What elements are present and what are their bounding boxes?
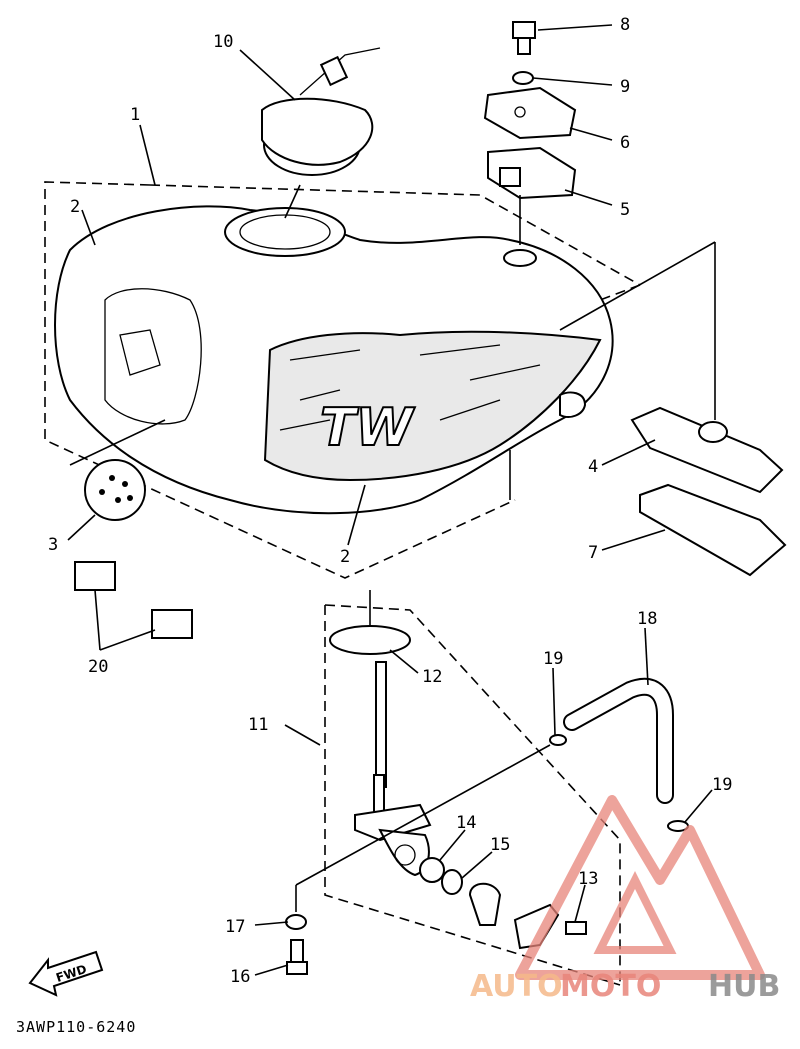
drawing-code: 3AWP110-6240 (16, 1018, 136, 1036)
watermark-text: AUTO MOTO HUB (470, 969, 780, 1004)
callout-10: 10 (213, 32, 233, 52)
callout-13: 13 (578, 869, 598, 889)
callout-5: 5 (620, 200, 630, 220)
seal-14 (419, 857, 445, 883)
tank-logo: TW (320, 398, 415, 458)
callout-7: 7 (588, 543, 598, 563)
callout-9: 9 (620, 77, 630, 97)
callout-12: 12 (422, 667, 442, 687)
callout-3: 3 (48, 535, 58, 555)
damper-4 (630, 406, 784, 494)
fuel-tank: TW (54, 205, 614, 515)
callout-17: 17 (225, 917, 245, 937)
fwd-arrow: FWD (28, 950, 104, 997)
callout-14: 14 (456, 813, 476, 833)
callout-19-right: 19 (712, 775, 732, 795)
callout-2-bottom: 2 (340, 547, 350, 567)
callout-15: 15 (490, 835, 510, 855)
callout-8: 8 (620, 15, 630, 35)
bolt-16 (286, 939, 308, 975)
callout-numbers: 1 2 2 3 4 5 6 7 8 9 10 11 12 13 14 15 16… (48, 15, 732, 987)
callout-20: 20 (88, 657, 108, 677)
leader-lines (67, 24, 716, 976)
o-ring-12 (329, 625, 411, 655)
bracket-6 (483, 86, 577, 140)
callout-19-top: 19 (543, 649, 563, 669)
pad-20a (74, 561, 116, 591)
callout-18: 18 (637, 609, 657, 629)
callout-4: 4 (588, 457, 598, 477)
fuel-cap (261, 47, 381, 176)
fuel-cock-11 (354, 661, 432, 877)
holder-5 (487, 146, 577, 200)
watermark-auto: AUTO (470, 969, 563, 1004)
callout-1: 1 (130, 105, 140, 125)
screw-13 (565, 921, 587, 935)
plate-7 (639, 483, 787, 577)
watermark-moto: MOTO (560, 969, 661, 1004)
callout-11: 11 (248, 715, 268, 735)
grommet-3 (84, 459, 146, 521)
bolt-8 (512, 21, 536, 55)
o-ring-15 (441, 869, 463, 895)
pad-20b (151, 609, 193, 639)
watermark-logo-icon (515, 795, 765, 980)
clip-19a (549, 734, 567, 746)
callout-6: 6 (620, 133, 630, 153)
callout-16: 16 (230, 967, 250, 987)
callout-2-top: 2 (70, 197, 80, 217)
watermark-hub: HUB (708, 969, 780, 1004)
washer-17 (285, 914, 307, 930)
washer-9 (512, 71, 534, 85)
